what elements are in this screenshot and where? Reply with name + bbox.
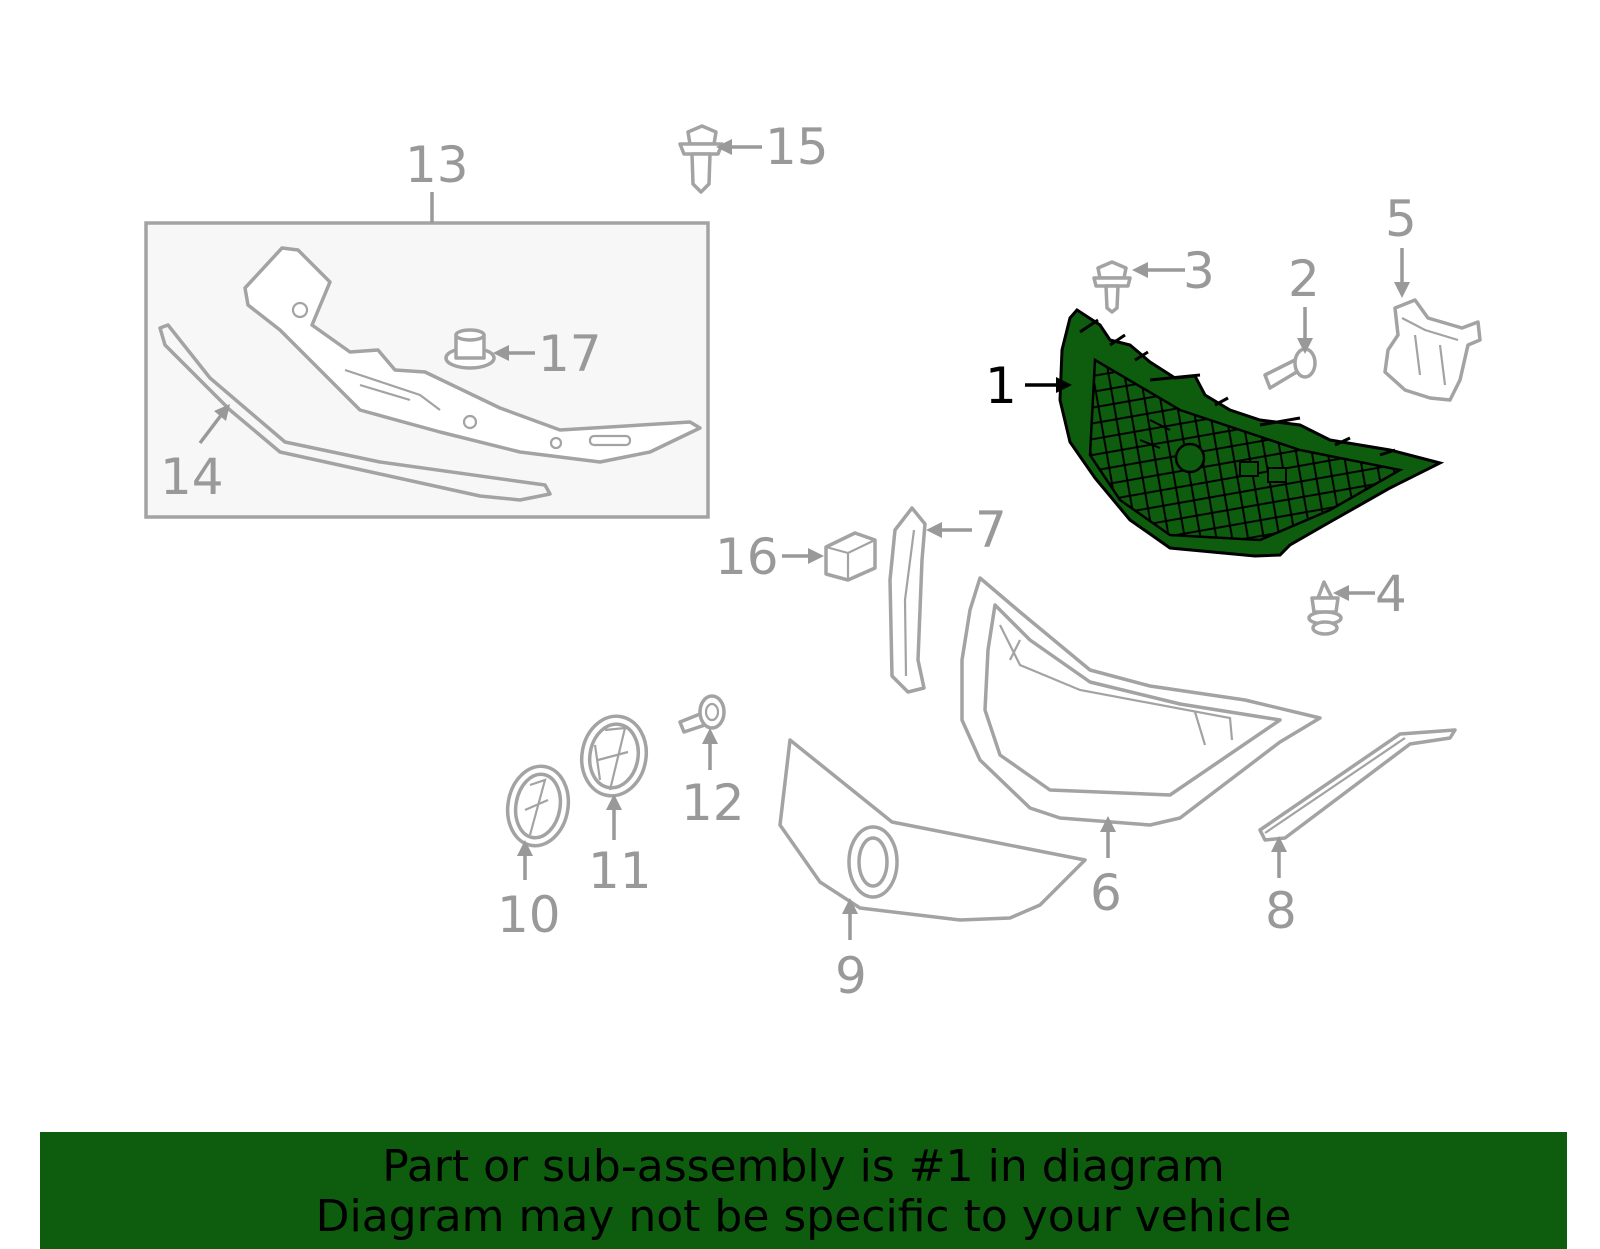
info-banner: Part or sub-assembly is #1 in diagram Di… (40, 1132, 1567, 1249)
part-15-bolt[interactable] (678, 124, 724, 194)
part-1-grille[interactable] (1058, 308, 1445, 558)
callout-1: 1 (985, 357, 1017, 415)
part-3-bolt[interactable] (1092, 260, 1132, 314)
part-5-bracket[interactable] (1383, 298, 1482, 402)
callout-6: 6 (1090, 864, 1122, 922)
trim-strip-shape (158, 323, 552, 502)
banner-line-2: Diagram may not be specific to your vehi… (315, 1191, 1292, 1242)
part-2-screw[interactable] (1263, 347, 1317, 390)
part-4-clip[interactable] (1307, 580, 1343, 636)
callout-4: 4 (1375, 565, 1407, 623)
part-7-side-trim[interactable] (888, 506, 927, 694)
callout-10: 10 (497, 886, 561, 944)
part-9-lower-garnish[interactable] (778, 738, 1087, 922)
banner-line-1: Part or sub-assembly is #1 in diagram (382, 1141, 1225, 1192)
part-11-emblem-base[interactable] (576, 711, 653, 801)
callout-arrows (198, 139, 1410, 940)
part-8-lower-strip[interactable] (1258, 728, 1457, 842)
callout-2: 2 (1288, 250, 1320, 308)
part-6-grille-frame[interactable] (960, 576, 1322, 827)
callout-labels: 1 2 3 4 5 6 7 8 9 10 11 12 13 14 15 16 1… (160, 118, 1417, 1005)
upper-beam-shape (243, 246, 702, 464)
part-10-emblem[interactable] (502, 761, 575, 850)
callout-11: 11 (588, 842, 652, 900)
callout-3: 3 (1183, 242, 1215, 300)
callout-17: 17 (538, 325, 602, 383)
part-17-cap[interactable] (444, 328, 496, 370)
callout-13: 13 (405, 136, 469, 194)
part-12-screw[interactable] (678, 694, 726, 734)
callout-9: 9 (835, 947, 867, 1005)
callout-7: 7 (975, 501, 1007, 559)
part-13-assembly-box[interactable] (144, 192, 710, 519)
callout-5: 5 (1385, 190, 1417, 248)
callout-8: 8 (1265, 882, 1297, 940)
callout-15: 15 (765, 118, 829, 176)
callout-12: 12 (681, 774, 745, 832)
part-16-retainer[interactable] (824, 531, 877, 582)
callout-14: 14 (160, 448, 224, 506)
callout-16: 16 (715, 528, 779, 586)
